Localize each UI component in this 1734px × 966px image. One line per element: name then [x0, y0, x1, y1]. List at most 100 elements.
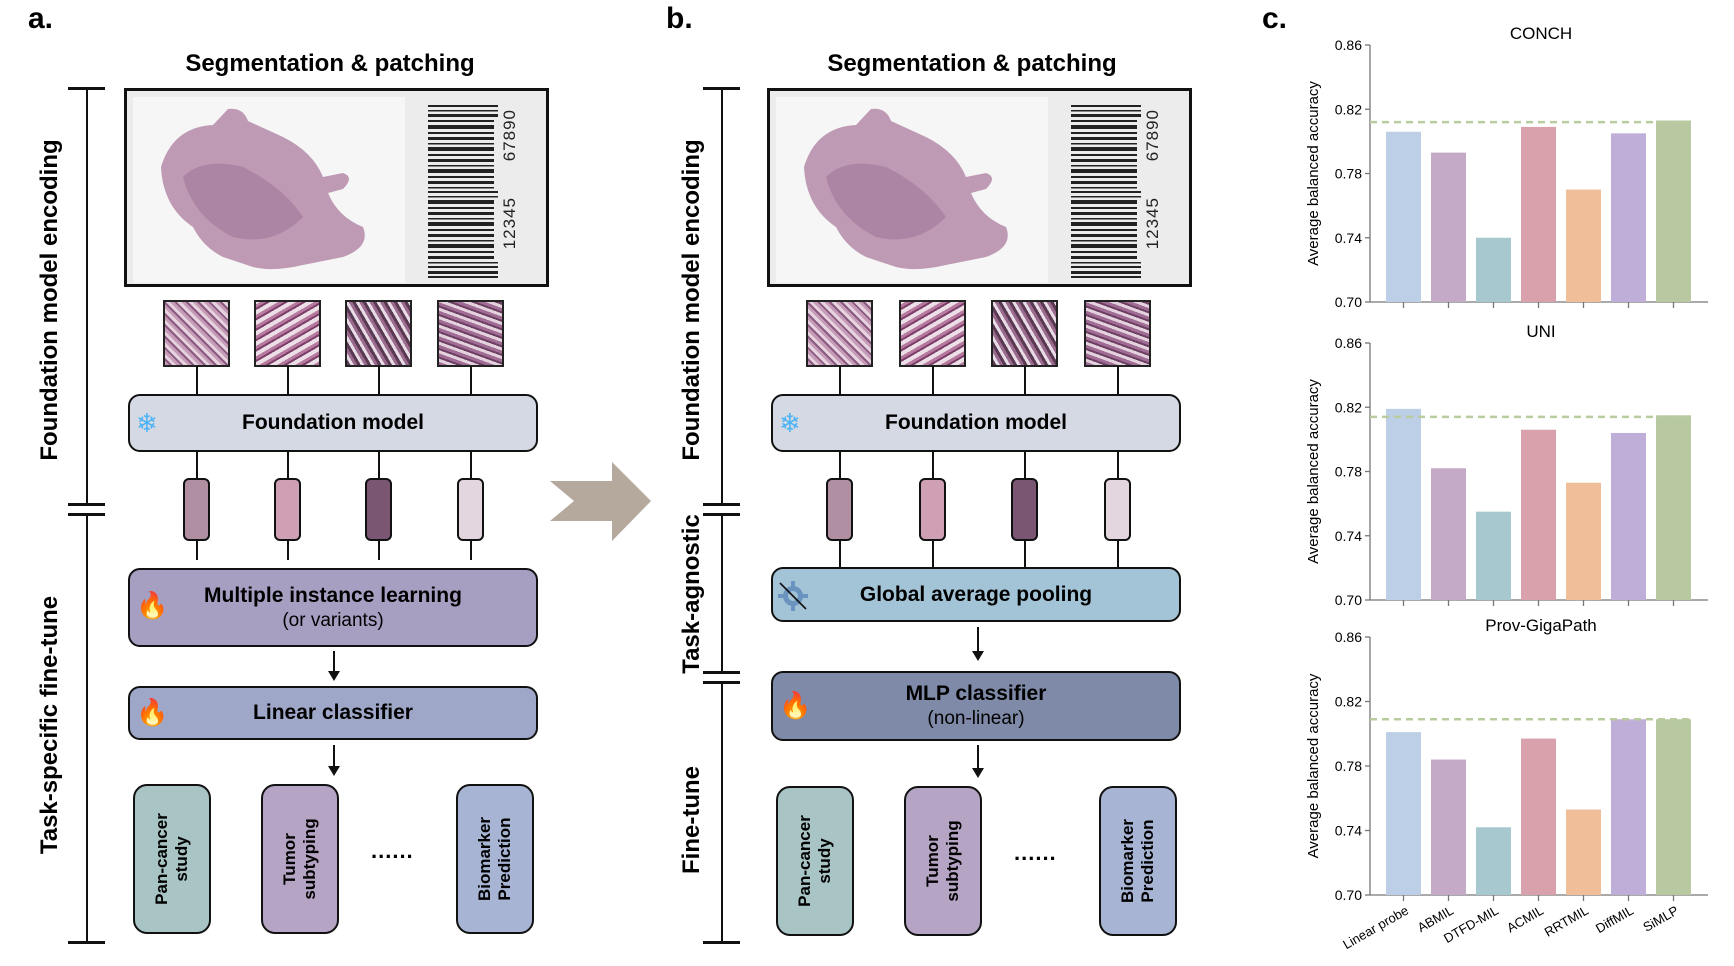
bar-abmil [1431, 152, 1466, 302]
panel-b-axis-cap-top [703, 87, 740, 90]
tissue-image [776, 97, 1048, 283]
panel-a-label: a. [28, 2, 54, 35]
foundation-model-label: Foundation model [242, 411, 424, 434]
panel-b-axis-break [703, 503, 740, 506]
tissue-image [133, 97, 405, 283]
panel-b-axis-upper [721, 88, 723, 506]
connector [932, 366, 934, 395]
connector [839, 366, 841, 395]
tissue-patch [163, 300, 230, 367]
panel-a-axis-lower [86, 514, 88, 944]
embedding-vector [826, 478, 853, 541]
output-biomarker: Biomarker Prediction [1099, 786, 1177, 936]
whole-slide-image: 67890 12345 [124, 88, 549, 287]
linear-classifier-label: Linear classifier [253, 701, 413, 724]
global-average-pooling-box: Global average pooling [771, 567, 1181, 622]
gear-crossed-icon [778, 581, 808, 611]
panel-b-section-title: Segmentation & patching [827, 50, 1117, 77]
y-tick-label: 0.74 [1335, 230, 1362, 246]
connector [1024, 366, 1026, 395]
embedding-vector [274, 478, 301, 541]
bar-linear-probe [1386, 131, 1421, 302]
barcode: 67890 12345 [428, 105, 520, 279]
panel-b-axis-break [703, 671, 740, 674]
bar-acmil [1521, 738, 1556, 895]
bar-simlp [1656, 120, 1691, 303]
connector [196, 366, 198, 395]
y-tick-label: 0.86 [1335, 335, 1362, 351]
y-tick-label: 0.82 [1335, 101, 1362, 117]
embedding-vector [1011, 478, 1038, 541]
mlp-classifier-title: MLP classifier [905, 682, 1047, 705]
chart-title: Prov-GigaPath [1485, 616, 1597, 635]
panel-b-axis-lower [721, 682, 723, 944]
x-tick-label: DiffMIL [1593, 903, 1636, 936]
mil-title: Multiple instance learning [204, 583, 462, 607]
fire-icon: 🔥 [136, 697, 169, 727]
bar-acmil [1521, 126, 1556, 302]
panel-b-axis-cap-bottom [703, 941, 740, 944]
bar-dtfd-mil [1476, 237, 1511, 302]
linear-classifier-box: Linear classifier [128, 686, 538, 740]
panel-b-label: b. [666, 2, 693, 35]
x-tick-label: RRTMIL [1542, 903, 1591, 940]
connector [1117, 366, 1119, 395]
chart-title: UNI [1526, 322, 1555, 341]
bar-linear-probe [1386, 732, 1421, 895]
connector [378, 366, 380, 395]
ellipsis: ...... [1014, 840, 1057, 865]
transition-arrow-icon [550, 462, 651, 541]
whole-slide-image: 67890 12345 [767, 88, 1192, 287]
arrow-down-icon [972, 627, 984, 661]
snowflake-icon: ❄ [779, 408, 801, 438]
arrow-down-icon [328, 745, 340, 776]
connector [470, 366, 472, 395]
output-pan-cancer: Pan-cancer study [133, 784, 211, 934]
y-tick-label: 0.86 [1335, 629, 1362, 645]
x-tick-label: ACMIL [1504, 903, 1546, 936]
x-tick-label: Linear probe [1340, 903, 1411, 952]
mil-subtitle: (or variants) [282, 609, 384, 631]
panel-b-axis-middle [721, 514, 723, 674]
fire-icon: 🔥 [779, 690, 812, 720]
y-tick-label: 0.74 [1335, 823, 1362, 839]
embedding-vector [919, 478, 946, 541]
snowflake-icon: ❄ [136, 408, 158, 438]
y-tick-label: 0.78 [1335, 166, 1362, 182]
y-tick-label: 0.82 [1335, 399, 1362, 415]
bar-rrtmil [1566, 809, 1601, 895]
embedding-vector [183, 478, 210, 541]
bar-acmil [1521, 429, 1556, 600]
y-tick-label: 0.82 [1335, 694, 1362, 710]
bar-linear-probe [1386, 408, 1421, 600]
y-tick-label: 0.78 [1335, 464, 1362, 480]
pooling-label: Global average pooling [859, 582, 1093, 606]
embedding-vector [365, 478, 392, 541]
foundation-model-box-a: Foundation model [128, 394, 538, 452]
mlp-classifier-subtitle: (non-linear) [927, 708, 1025, 729]
tissue-patch [1084, 300, 1151, 367]
bar-rrtmil [1566, 482, 1601, 600]
y-tick-label: 0.86 [1335, 37, 1362, 53]
embedding-vector [457, 478, 484, 541]
foundation-model-box-b: Foundation model [771, 394, 1181, 452]
ellipsis: ...... [371, 838, 414, 863]
x-tick-label: SiMLP [1640, 903, 1681, 935]
panel-c-label: c. [1262, 2, 1288, 35]
panel-a-section-title: Segmentation & patching [185, 50, 475, 77]
tissue-patch [345, 300, 412, 367]
fire-icon: 🔥 [136, 590, 169, 620]
mil-box: Multiple instance learning (or variants) [128, 568, 538, 647]
foundation-model-label: Foundation model [885, 411, 1067, 434]
bar-diffmil [1611, 719, 1646, 895]
y-tick-label: 0.70 [1335, 294, 1362, 310]
panel-a-axis-upper [86, 88, 88, 506]
bar-simlp [1656, 719, 1691, 895]
output-tumor-subtyping: Tumor subtyping [261, 784, 339, 934]
output-pan-cancer: Pan-cancer study [776, 786, 854, 936]
bar-dtfd-mil [1476, 827, 1511, 895]
output-biomarker: Biomarker Prediction [456, 784, 534, 934]
y-tick-label: 0.74 [1335, 528, 1362, 544]
y-tick-label: 0.70 [1335, 887, 1362, 903]
